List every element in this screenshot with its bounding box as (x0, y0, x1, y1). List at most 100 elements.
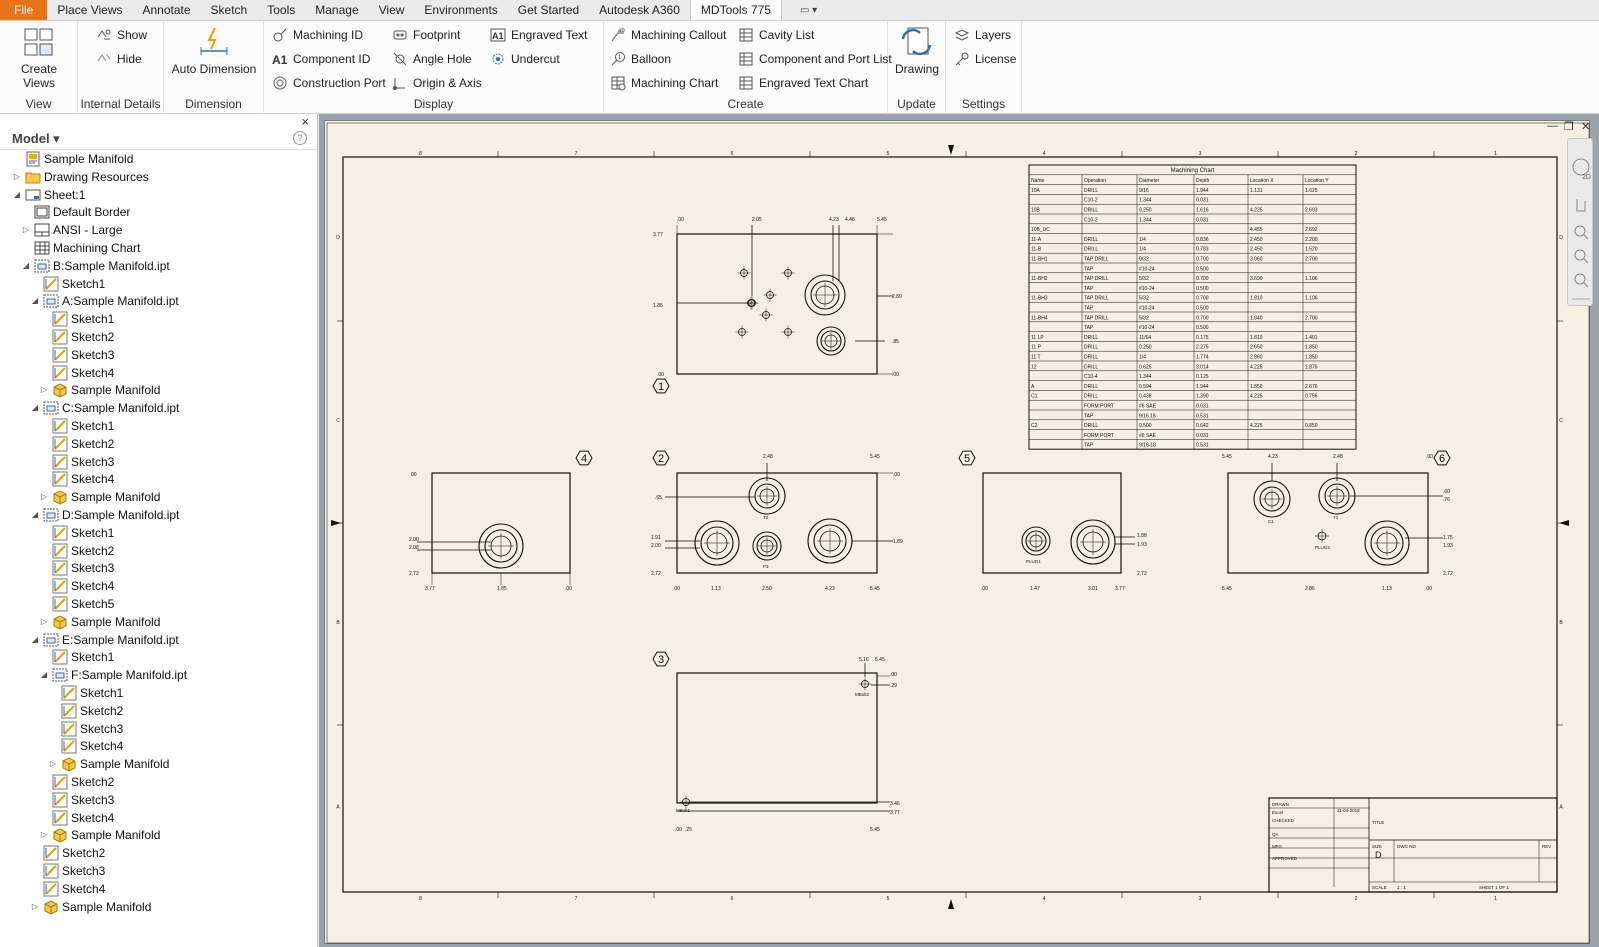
create-views-button[interactable]: Create Views (4, 23, 74, 90)
tree-item[interactable]: Sketch3 (39, 453, 114, 471)
tree-item[interactable]: Sketch1 (39, 648, 114, 666)
tree-item[interactable]: Sketch1 (30, 275, 105, 293)
tab-file[interactable]: File (0, 0, 48, 20)
tree-item[interactable]: ◢A:Sample Manifold.ipt (30, 292, 179, 310)
tree-item[interactable]: Sketch5 (39, 595, 114, 613)
angle-hole-button[interactable]: Angle Hole (392, 48, 472, 70)
engraved-text-button[interactable]: A1 Engraved Text (490, 24, 588, 46)
tree-item[interactable]: Sketch2 (39, 435, 114, 453)
tree-item[interactable]: Machining Chart (21, 239, 140, 257)
tree-item[interactable]: ▷Sample Manifold (48, 755, 169, 773)
tree-item[interactable]: Sketch1 (39, 310, 114, 328)
tree-item[interactable]: Sketch1 (48, 684, 123, 702)
tab-view[interactable]: View (378, 3, 405, 17)
expand-toggle-icon[interactable]: ▷ (13, 171, 21, 181)
cavity-list-button[interactable]: Cavity List (738, 24, 814, 46)
tree-item[interactable]: ▷Sample Manifold (30, 898, 151, 916)
tab-get-started[interactable]: Get Started (517, 3, 580, 17)
tree-item[interactable]: Sketch3 (39, 346, 114, 364)
tab-autodesk-a360[interactable]: Autodesk A360 (599, 3, 680, 17)
origin-axis-button[interactable]: Origin & Axis (392, 72, 482, 94)
expand-toggle-icon[interactable]: ▷ (31, 901, 39, 911)
tree-item[interactable]: Sample Manifold (12, 150, 133, 168)
hide-button[interactable]: Hide (96, 48, 142, 70)
tree-item[interactable]: ◢B:Sample Manifold.ipt (21, 257, 170, 275)
tab-annotate[interactable]: Annotate (142, 3, 191, 17)
expand-toggle-icon[interactable]: ▷ (40, 492, 48, 502)
tree-item[interactable]: Sketch3 (39, 559, 114, 577)
license-button[interactable]: License (954, 48, 1016, 70)
expand-toggle-icon[interactable]: ◢ (31, 403, 39, 413)
tree-item[interactable]: ◢F:Sample Manifold.ipt (39, 666, 187, 684)
auto-dimension-button[interactable]: Auto Dimension (168, 23, 260, 76)
tree-item[interactable]: Sketch2 (39, 328, 114, 346)
expand-toggle-icon[interactable]: ▷ (40, 385, 48, 395)
machining-callout-button[interactable]: ab Machining Callout (610, 24, 726, 46)
tree-item[interactable]: Sketch4 (39, 809, 114, 827)
browser-close-icon[interactable]: × (301, 114, 309, 129)
tree-item[interactable]: ▷Drawing Resources (12, 168, 149, 186)
engraved-text-chart-button[interactable]: Engraved Text Chart (738, 72, 868, 94)
tree-item[interactable]: ◢C:Sample Manifold.ipt (30, 399, 179, 417)
tree-item[interactable]: ◢D:Sample Manifold.ipt (30, 506, 179, 524)
tree-item[interactable]: ◢Sheet:1 (12, 186, 85, 204)
expand-toggle-icon[interactable]: ▷ (49, 759, 57, 769)
tree-item[interactable]: Sketch4 (30, 880, 105, 898)
machining-chart-button[interactable]: Machining Chart (610, 72, 718, 94)
tree-item[interactable]: ▷Sample Manifold (39, 613, 160, 631)
tree-item[interactable]: Sketch4 (39, 577, 114, 595)
expand-toggle-icon[interactable]: ▷ (22, 225, 30, 235)
tree-item[interactable]: Sketch3 (39, 791, 114, 809)
show-button[interactable]: Show (96, 24, 147, 46)
navigation-tools-icon[interactable]: 2D (1568, 139, 1594, 307)
restore-icon[interactable]: ❐ (1564, 121, 1574, 133)
tab-environments[interactable]: Environments (424, 3, 498, 17)
expand-toggle-icon[interactable]: ◢ (31, 510, 39, 519)
tab-mdtools[interactable]: MDTools 775 (689, 0, 782, 20)
drawing-update-button[interactable]: Drawing (890, 23, 944, 76)
tree-item[interactable]: Sketch1 (39, 417, 114, 435)
minimize-icon[interactable]: — (1547, 120, 1558, 132)
tree-item[interactable]: Sketch4 (39, 470, 114, 488)
machining-id-button[interactable]: Machining ID (272, 24, 363, 46)
tree-item[interactable]: Default Border (21, 203, 130, 221)
tab-manage[interactable]: Manage (315, 3, 359, 17)
tree-item[interactable]: Sketch3 (30, 862, 105, 880)
undercut-button[interactable]: Undercut (490, 48, 560, 70)
expand-toggle-icon[interactable]: ▷ (40, 616, 48, 626)
tree-item[interactable]: Sketch4 (39, 364, 114, 382)
tree-item[interactable]: Sketch3 (48, 720, 123, 738)
expand-toggle-icon[interactable]: ▷ (40, 830, 48, 840)
expand-toggle-icon[interactable]: ◢ (13, 189, 21, 199)
tab-sketch[interactable]: Sketch (210, 3, 248, 17)
tree-item[interactable]: ◢E:Sample Manifold.ipt (30, 631, 179, 649)
component-id-button[interactable]: A1 Component ID (272, 48, 370, 70)
tree-item[interactable]: Sketch2 (39, 542, 114, 560)
tree-item[interactable]: Sketch2 (48, 702, 123, 720)
model-dropdown[interactable]: Model ▾ (12, 131, 60, 146)
tree-item[interactable]: ▷Sample Manifold (39, 488, 160, 506)
expand-toggle-icon[interactable]: ◢ (31, 634, 39, 644)
expand-toggle-icon[interactable]: ◢ (40, 670, 48, 680)
expand-toggle-icon[interactable]: ◢ (31, 296, 39, 306)
tree-item[interactable]: ▷Sample Manifold (39, 826, 160, 844)
footprint-button[interactable]: Footprint (392, 24, 460, 46)
tree-item[interactable]: Sketch4 (48, 737, 123, 755)
tree-item[interactable]: Sketch1 (39, 524, 114, 542)
ribbon-options-dropdown-icon[interactable]: ▭ ▾ (799, 5, 818, 16)
tree-item[interactable]: Sketch2 (30, 844, 105, 862)
help-icon[interactable]: ? (293, 131, 307, 145)
balloon-button[interactable]: 1 Balloon (610, 48, 671, 70)
component-port-list-button[interactable]: Component and Port List (738, 48, 892, 70)
tab-place-views[interactable]: Place Views (57, 3, 123, 17)
close-icon[interactable]: ✕ (1581, 121, 1591, 133)
tab-tools[interactable]: Tools (267, 3, 296, 17)
construction-port-button[interactable]: Construction Port (272, 72, 386, 94)
tree-item[interactable]: ▷Sample Manifold (39, 381, 160, 399)
expand-toggle-icon[interactable]: ◢ (22, 260, 30, 270)
tree-item[interactable]: Sketch2 (39, 773, 114, 791)
layers-button[interactable]: Layers (954, 24, 1011, 46)
tree-item[interactable]: ▷ANSI - Large (21, 221, 122, 239)
